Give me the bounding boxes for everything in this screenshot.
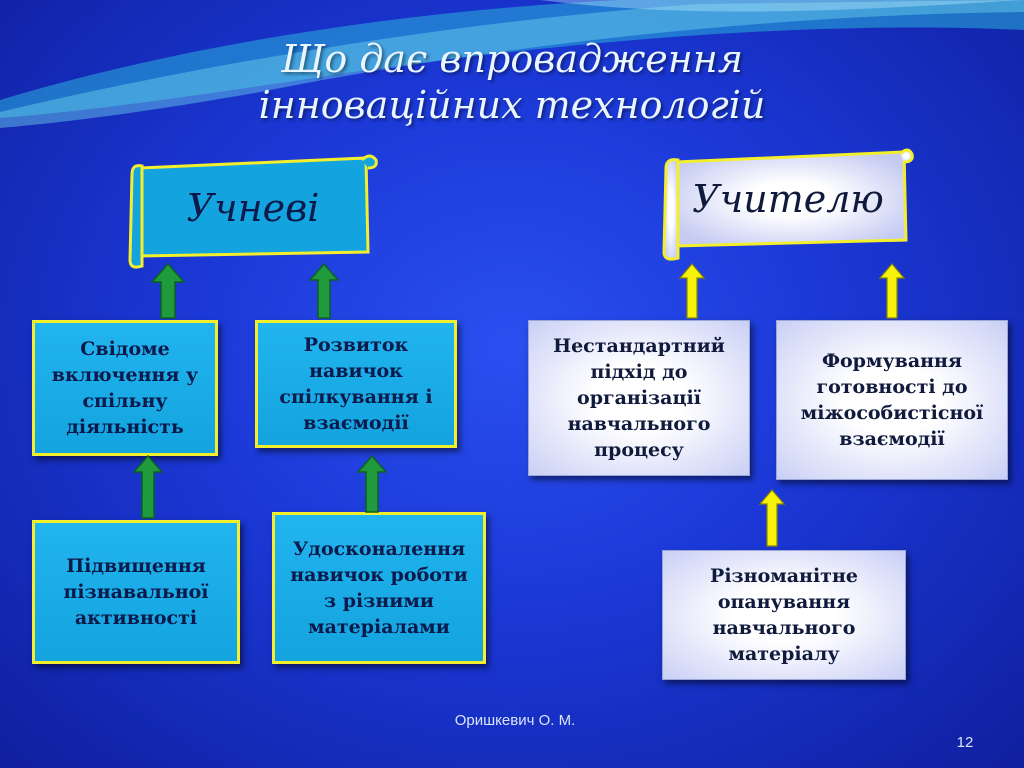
title-line-2: інноваційних технологій xyxy=(258,83,766,127)
students-scroll-label: Учневі xyxy=(186,186,320,230)
scroll-shape xyxy=(128,154,378,269)
yellow-arrow-up-icon xyxy=(758,489,786,547)
yellow-arrow-up-icon xyxy=(878,263,906,319)
title-line-1: Що дає впровадження xyxy=(281,37,743,81)
footer-author: Оришкевич О. М. xyxy=(454,712,576,729)
green-arrow-up-icon xyxy=(308,262,340,319)
page-number: 12 xyxy=(956,734,974,751)
teacher-scroll: Учителю xyxy=(660,144,916,266)
students-box-conscious-inclusion: Свідоме включення у спільну діяльність xyxy=(32,320,218,456)
teacher-box-nonstandard-approach: Нестандартний підхід до організації навч… xyxy=(528,320,750,476)
decorative-wave xyxy=(0,0,1024,128)
scroll-shape xyxy=(662,148,914,261)
students-scroll: Учневі xyxy=(126,154,380,274)
slide-title: Що дає впровадження інноваційних техноло… xyxy=(0,36,1024,128)
teacher-box-diverse-mastery: Різноманітне опанування навчального мате… xyxy=(662,550,906,680)
yellow-arrow-up-icon xyxy=(678,263,706,319)
students-box-communication-skills: Розвиток навичок спілкування і взаємодії xyxy=(255,320,457,448)
teacher-scroll-label: Учителю xyxy=(692,177,884,221)
teacher-box-readiness: Формування готовності до міжособистісної… xyxy=(776,320,1008,480)
green-arrow-up-icon xyxy=(132,454,164,519)
students-box-cognitive-activity: Підвищення пізнавальної активності xyxy=(32,520,240,664)
students-box-work-skills: Удосконалення навичок роботи з різними м… xyxy=(272,512,486,664)
green-arrow-up-icon xyxy=(356,454,388,513)
green-arrow-up-icon xyxy=(150,262,186,319)
